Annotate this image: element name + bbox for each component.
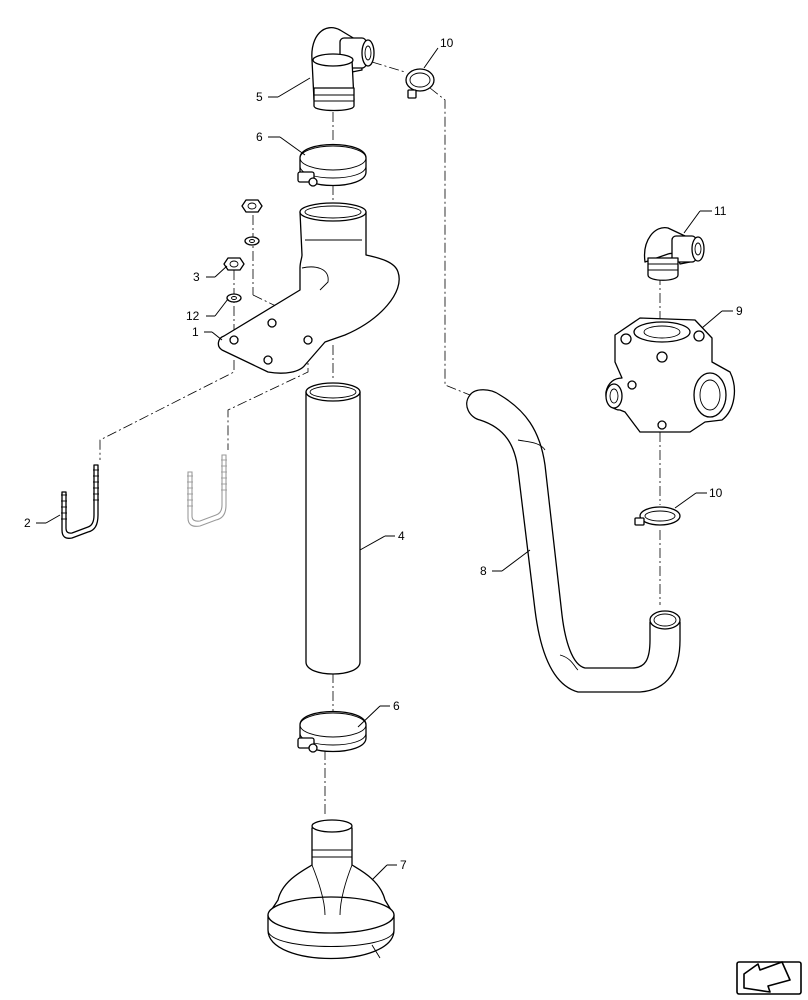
washer	[226, 293, 242, 303]
navigation-arrow-icon[interactable]	[736, 961, 802, 995]
u-bolt	[61, 464, 99, 539]
bent-hose	[466, 389, 681, 693]
callout-10-lower: 10	[709, 486, 723, 500]
assembly-centerlines	[99, 61, 661, 815]
callout-4: 4	[398, 529, 405, 543]
hose-clamp-small-top	[405, 68, 435, 99]
callout-2: 2	[24, 516, 31, 530]
callout-7: 7	[400, 858, 407, 872]
hose-clamp-small-bottom	[634, 506, 681, 526]
hex-nut	[223, 257, 245, 271]
callout-9: 9	[736, 304, 743, 318]
callout-leaders	[36, 47, 733, 881]
callout-10-upper: 10	[440, 36, 454, 50]
straight-pipe	[305, 382, 361, 675]
callout-6-lower: 6	[393, 699, 400, 713]
callout-6-upper: 6	[256, 130, 263, 144]
hose-clamp-upper	[297, 143, 367, 187]
callout-8: 8	[480, 564, 487, 578]
callout-3: 3	[193, 270, 200, 284]
callout-1: 1	[192, 325, 199, 339]
callout-11: 11	[714, 204, 727, 218]
elbow-fitting-small	[643, 227, 705, 281]
washer-upper	[244, 236, 260, 246]
valve-body	[605, 317, 736, 433]
callout-5: 5	[256, 90, 263, 104]
elbow-fitting-top	[311, 27, 375, 112]
suction-strainer	[267, 819, 395, 960]
callout-labels: 1 2 3 4 5 6 6 7 8 9 10 10 11 12	[24, 36, 743, 872]
pipe-bracket-assembly	[217, 202, 400, 374]
callout-12: 12	[186, 309, 200, 323]
hose-clamp-lower	[297, 710, 367, 753]
u-bolt-ghost	[187, 454, 227, 527]
hex-nut-upper	[241, 199, 263, 213]
